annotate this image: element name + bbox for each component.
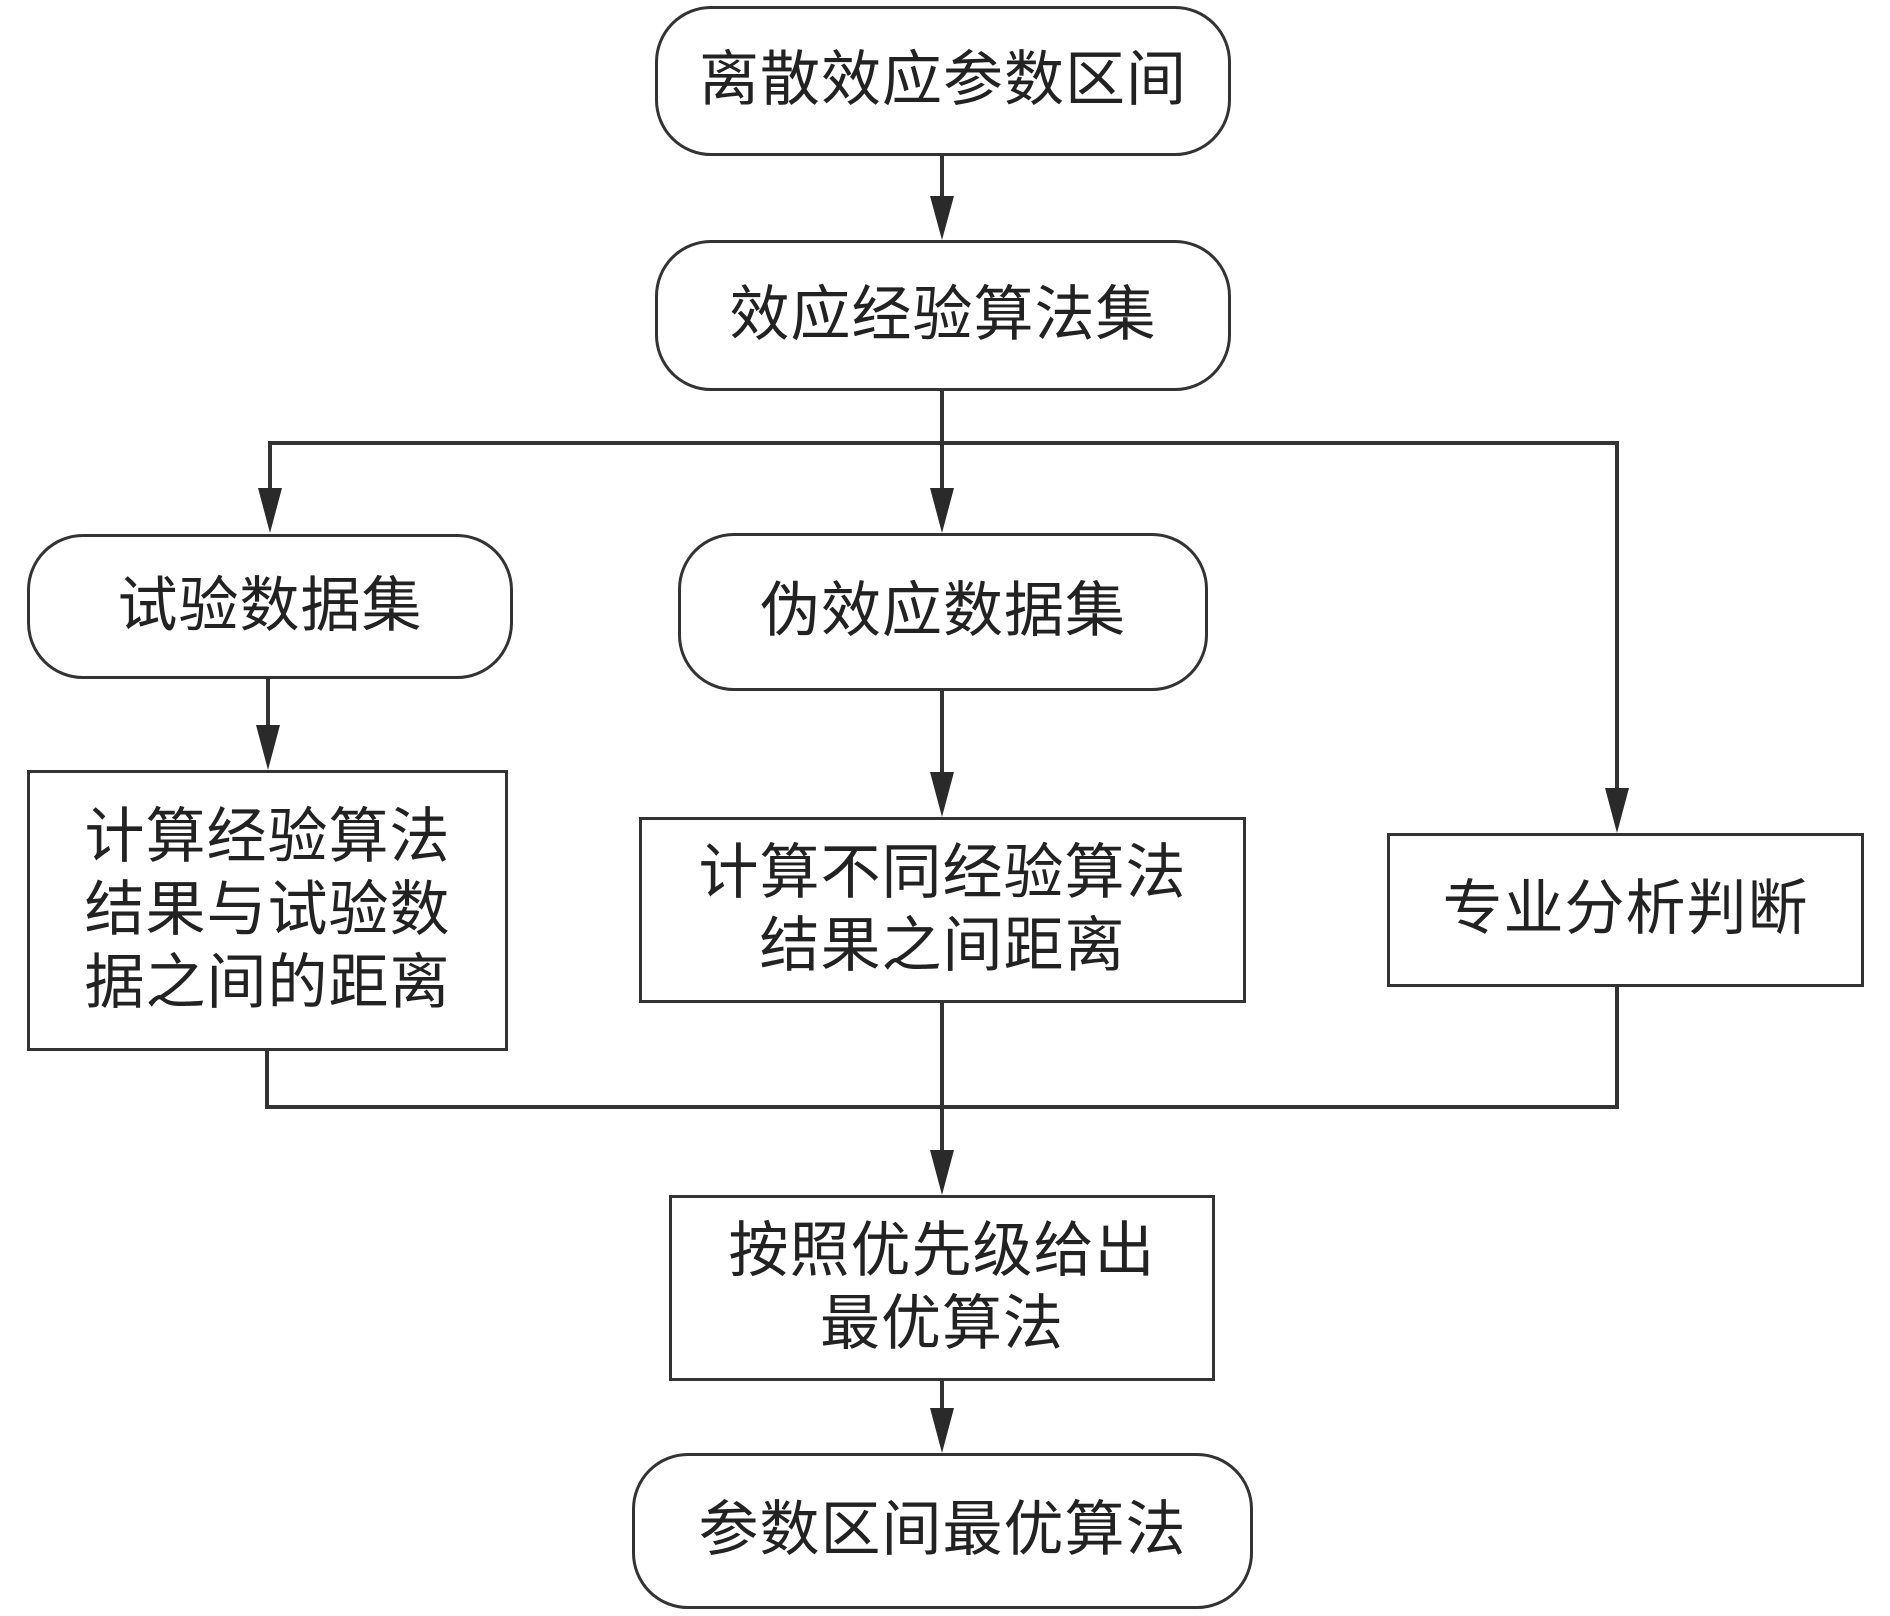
node-text-line: 参数区间最优算法	[698, 1495, 1187, 1566]
node-interval-best-algorithm: 参数区间最优算法	[632, 1453, 1253, 1609]
node-text-line: 伪效应数据集	[760, 576, 1126, 647]
node-text-line: 计算经验算法	[84, 801, 451, 872]
node-text-line: 结果与试验数	[84, 874, 451, 945]
node-text-line: 计算不同经验算法	[698, 837, 1187, 908]
arrowhead-expert	[1605, 788, 1629, 833]
node-pseudo-effect-dataset: 伪效应数据集	[678, 533, 1208, 691]
arrowhead-calc-test	[256, 725, 280, 770]
node-calc-distance-between-algorithms: 计算不同经验算法 结果之间距离	[639, 817, 1246, 1003]
node-text-line: 专业分析判断	[1442, 874, 1809, 945]
node-effect-empirical-algorithm-set: 效应经验算法集	[655, 240, 1231, 391]
node-expert-analysis: 专业分析判断	[1387, 833, 1864, 987]
node-text-line: 据之间的距离	[84, 948, 451, 1019]
node-label: 效应经验算法集	[730, 279, 1157, 352]
arrowhead-final	[930, 1408, 954, 1453]
node-text-line: 按照优先级给出	[728, 1215, 1156, 1286]
node-label: 试验数据集	[118, 570, 423, 643]
node-priority-best-algorithm: 按照优先级给出 最优算法	[669, 1195, 1215, 1381]
arrowhead-pseudo-data	[930, 488, 954, 533]
arrowhead-algo-set	[930, 196, 954, 240]
node-text-line: 试验数据集	[117, 570, 423, 641]
node-label: 离散效应参数区间	[699, 44, 1187, 117]
arrowhead-priority	[930, 1150, 954, 1195]
node-discrete-effect-param-interval: 离散效应参数区间	[655, 6, 1231, 156]
node-label: 按照优先级给出 最优算法	[729, 1215, 1156, 1361]
node-calc-distance-to-test-data: 计算经验算法 结果与试验数 据之间的距离	[27, 770, 508, 1051]
node-label: 参数区间最优算法	[699, 1494, 1187, 1567]
node-text-line: 离散效应参数区间	[699, 45, 1187, 116]
node-label: 计算经验算法 结果与试验数 据之间的距离	[85, 801, 451, 1021]
node-text-line: 结果之间距离	[759, 911, 1126, 981]
node-text-line: 效应经验算法集	[729, 279, 1157, 350]
node-text-line: 最优算法	[820, 1289, 1064, 1359]
arrowhead-calc-diff	[930, 772, 954, 817]
arrowhead-test-data	[258, 488, 282, 533]
node-test-dataset: 试验数据集	[27, 534, 513, 679]
node-label: 计算不同经验算法 结果之间距离	[699, 837, 1187, 983]
node-label: 伪效应数据集	[760, 575, 1126, 648]
node-label: 专业分析判断	[1443, 873, 1809, 946]
